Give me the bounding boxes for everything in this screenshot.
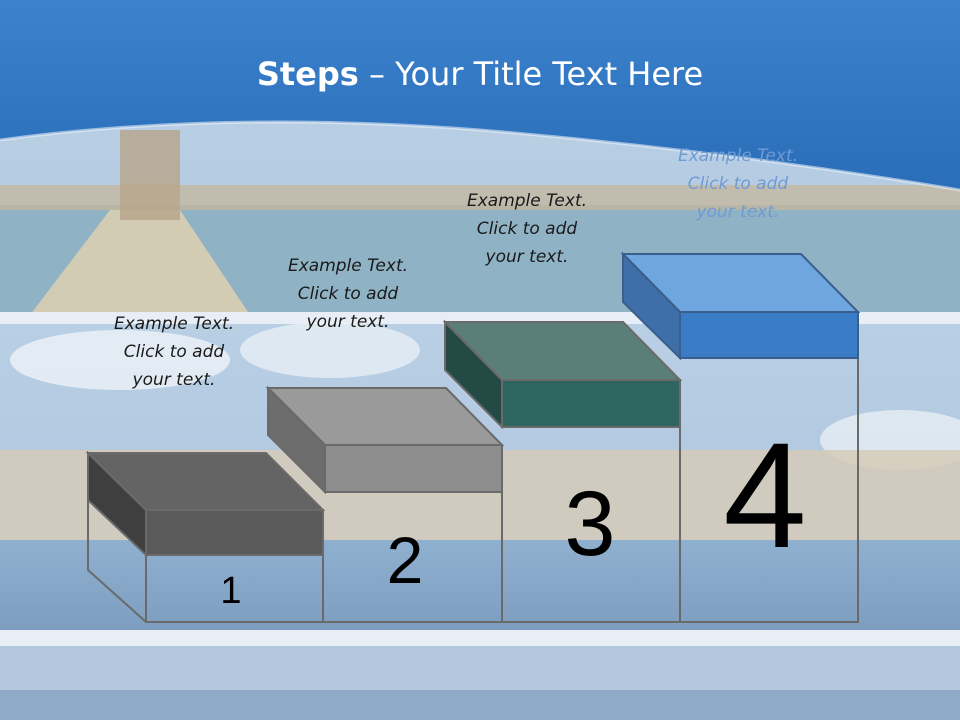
step-3-caption-line-2: Click to add: [476, 219, 578, 239]
step-4-caption-line-3: your text.: [696, 202, 780, 222]
step-1-caption-line-1: Example Text.: [113, 314, 235, 334]
step-3-top: [445, 322, 680, 380]
step-2-top: [268, 388, 502, 445]
step-1-caption-line-3: your text.: [132, 370, 216, 390]
step-3-caption-line-1: Example Text.: [466, 191, 588, 211]
step-1-top: [88, 453, 323, 510]
step-3-block[interactable]: [442, 319, 683, 430]
step-1-block[interactable]: [85, 450, 326, 558]
step-4-top: [623, 254, 858, 312]
step-4-number: 4: [723, 411, 807, 579]
step-2-side: [268, 388, 325, 492]
step-1-side: [88, 453, 146, 555]
title-bold: Steps: [256, 55, 359, 93]
step-2-block[interactable]: [265, 385, 505, 495]
step-2-caption-line-2: Click to add: [297, 284, 399, 304]
step-3-side: [445, 322, 502, 427]
step-1-front: [146, 510, 323, 555]
step-2-caption-line-3: your text.: [306, 312, 390, 332]
step-4-front: [680, 312, 858, 358]
step-1-number: 1: [220, 570, 242, 612]
step-1-caption[interactable]: Example Text. Click to add your text.: [84, 310, 264, 394]
step-3-front: [502, 380, 680, 427]
step-4-caption-line-2: Click to add: [687, 174, 789, 194]
step-4-outline: [680, 358, 859, 623]
step-4-caption-line-1: Example Text.: [677, 146, 799, 166]
step-3-number: 3: [564, 473, 616, 575]
title-text: – Your Title Text Here: [358, 55, 704, 93]
step-2-caption[interactable]: Example Text. Click to add your text.: [258, 252, 438, 336]
step-4-caption[interactable]: Example Text. Click to add your text.: [648, 142, 828, 226]
step-3-caption[interactable]: Example Text. Click to add your text.: [437, 187, 617, 271]
step-2-number: 2: [386, 523, 424, 597]
step-2-front: [325, 445, 502, 492]
slide-title[interactable]: Steps – Your Title Text Here: [0, 52, 960, 96]
step-3-caption-line-3: your text.: [485, 247, 569, 267]
step-2-caption-line-1: Example Text.: [287, 256, 409, 276]
step-1-caption-line-2: Click to add: [123, 342, 225, 362]
step-4-block[interactable]: [620, 251, 861, 361]
step-4-side: [623, 254, 680, 358]
